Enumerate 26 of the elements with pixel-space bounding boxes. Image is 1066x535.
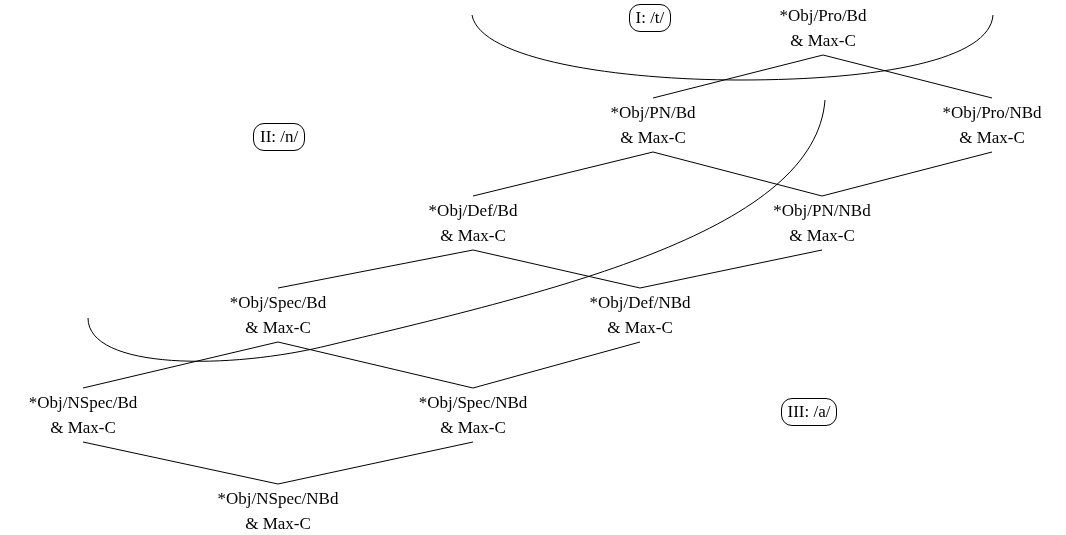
lattice-line (472, 151, 654, 197)
constraint-label: *Obj/PN/NBd & Max-C (765, 198, 879, 248)
constraint-label: *Obj/Def/NBd & Max-C (582, 290, 698, 340)
constraint-label: *Obj/Spec/NBd & Max-C (412, 390, 534, 440)
lattice-line (639, 249, 823, 289)
constraint-label: *Obj/Spec/Bd & Max-C (222, 290, 334, 340)
lattice-line (82, 441, 279, 485)
lattice-line (652, 54, 824, 99)
region-label: I: /t/ (628, 4, 672, 32)
lattice-line (277, 249, 474, 289)
constraint-label: *Obj/NSpec/Bd & Max-C (22, 390, 144, 440)
lattice-line (82, 341, 279, 389)
constraint-label: *Obj/Pro/Bd & Max-C (770, 3, 876, 53)
lattice-line (472, 341, 641, 389)
constraint-label: *Obj/PN/Bd & Max-C (600, 100, 706, 150)
region-label: II: /n/ (253, 123, 306, 151)
region-label: III: /a/ (780, 398, 838, 426)
lattice-line (652, 151, 823, 197)
lattice-line (472, 249, 641, 289)
lattice-line (821, 151, 993, 197)
constraint-label: *Obj/Pro/NBd & Max-C (935, 100, 1049, 150)
lattice-line (822, 54, 993, 99)
lattice-line (277, 341, 474, 389)
constraint-label: *Obj/NSpec/NBd & Max-C (213, 486, 343, 535)
constraint-label: *Obj/Def/Bd & Max-C (419, 198, 527, 248)
lattice-line (277, 441, 474, 485)
